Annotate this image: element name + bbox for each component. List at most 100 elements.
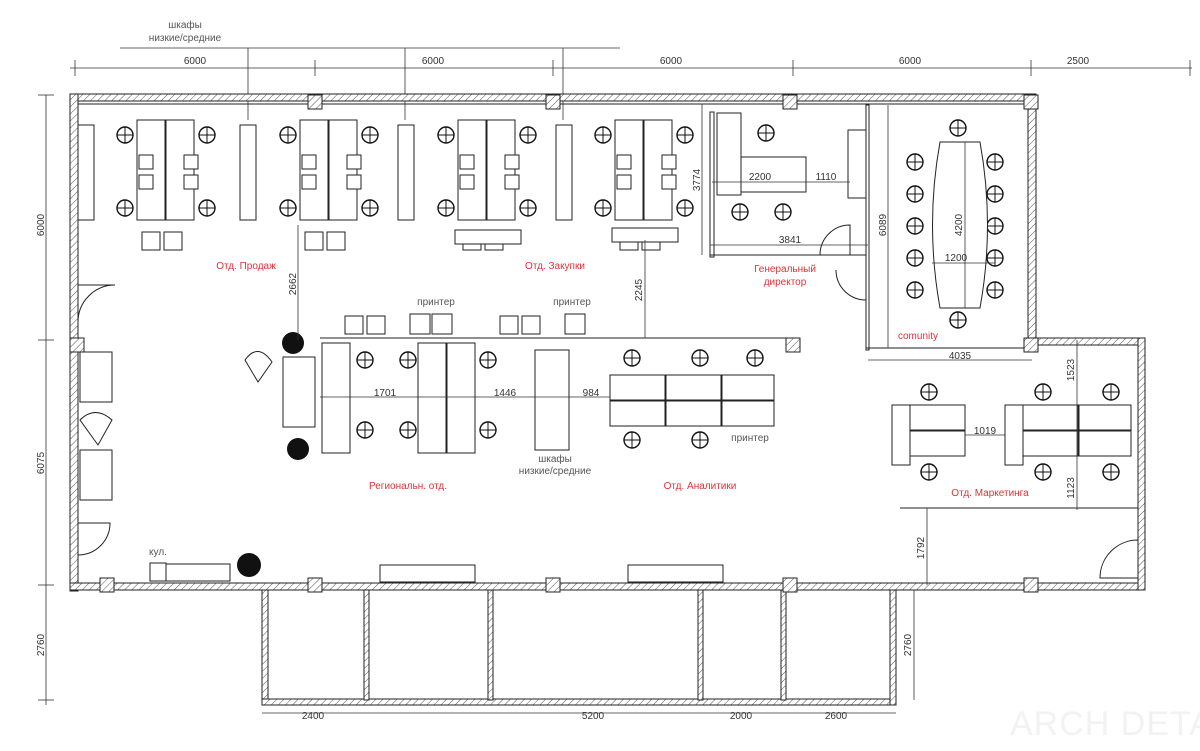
dim-label: 4035	[949, 351, 972, 362]
column	[69, 337, 85, 353]
plant-icon	[282, 332, 304, 354]
chair-icon	[594, 199, 612, 217]
cooler-label: кул.	[149, 547, 167, 558]
doors	[77, 224, 1139, 579]
chair-icon	[906, 281, 924, 299]
dim-label: 1019	[974, 426, 997, 437]
chair-icon	[906, 185, 924, 203]
desk	[459, 174, 475, 190]
note-line: низкие/средние	[149, 33, 222, 44]
label-director: Генеральный	[754, 264, 816, 275]
chair-icon	[356, 421, 374, 439]
dim-label: 6000	[422, 56, 445, 67]
chair-icon	[691, 349, 709, 367]
column	[307, 577, 323, 593]
chair-icon	[986, 153, 1004, 171]
desk	[417, 342, 447, 454]
cooler	[149, 562, 167, 582]
chair-icon	[986, 217, 1004, 235]
desk	[609, 400, 666, 427]
desk	[183, 174, 199, 190]
chair-icon	[116, 199, 134, 217]
sofa	[79, 449, 113, 501]
desk	[611, 227, 679, 243]
chair-icon	[986, 281, 1004, 299]
plant-icon	[287, 438, 309, 460]
desk	[321, 342, 351, 454]
desk	[1022, 430, 1079, 457]
chair-icon	[986, 185, 1004, 203]
dim-label: 1446	[494, 388, 517, 399]
columns	[69, 94, 1039, 593]
chair-icon	[479, 351, 497, 369]
dim-label: 2662	[288, 272, 299, 295]
dim-label: 3774	[692, 168, 703, 191]
column	[782, 577, 798, 593]
label-marketing: Отд. Маркетинга	[951, 488, 1029, 499]
chair-icon	[731, 203, 749, 221]
dim-label: 6000	[184, 56, 207, 67]
left-dimension-chain: 6000 6075 2760	[36, 94, 54, 705]
dim-label: 2200	[749, 172, 772, 183]
cabinet	[627, 564, 724, 583]
desk	[1078, 430, 1132, 457]
desk	[165, 119, 195, 221]
desk	[346, 154, 362, 170]
desk	[891, 404, 911, 466]
dim-label: 6000	[660, 56, 683, 67]
desk	[138, 174, 154, 190]
desk	[431, 313, 453, 335]
label-regional: Региональн. отд.	[369, 481, 447, 492]
chair-icon	[356, 351, 374, 369]
chair-icon	[986, 249, 1004, 267]
chair-icon	[906, 249, 924, 267]
desk	[721, 374, 775, 401]
dim-label: 2600	[825, 711, 848, 722]
chair-icon	[198, 199, 216, 217]
cabinet	[379, 564, 476, 583]
label-director: директор	[764, 277, 807, 288]
note-line: шкафы	[168, 19, 202, 31]
sofa	[79, 351, 113, 403]
label-sales: Отд. Продаж	[216, 261, 276, 272]
plant-icon	[237, 553, 261, 577]
dim-label: 2760	[903, 633, 914, 656]
chair-icon	[594, 126, 612, 144]
desk	[721, 400, 775, 427]
chair-icon	[1102, 383, 1120, 401]
chair-icon	[279, 126, 297, 144]
chair-icon	[437, 126, 455, 144]
chair-icon	[1102, 463, 1120, 481]
chair-icon	[906, 217, 924, 235]
column	[307, 94, 323, 110]
desk	[661, 154, 677, 170]
chair-icon	[519, 199, 537, 217]
dim-label: 4200	[954, 213, 965, 236]
column	[545, 577, 561, 593]
plants	[237, 332, 309, 577]
chair-icon	[361, 199, 379, 217]
desk	[77, 124, 95, 221]
desk	[163, 231, 183, 251]
desk	[328, 119, 358, 221]
dim-label: 1200	[945, 253, 968, 264]
chair-icon	[1034, 463, 1052, 481]
desk	[909, 404, 966, 431]
printer-label: принтер	[731, 433, 769, 444]
printer-label: принтер	[417, 297, 455, 308]
column	[1023, 337, 1039, 353]
dim-label: 2245	[634, 278, 645, 301]
chair-icon	[479, 421, 497, 439]
chair-icon	[757, 124, 775, 142]
desk	[454, 229, 522, 245]
director-cabinet	[716, 112, 742, 196]
desk	[534, 349, 570, 451]
column	[785, 337, 801, 353]
chair-icon	[361, 126, 379, 144]
chair-icon	[198, 126, 216, 144]
desk	[239, 124, 257, 221]
dim-label: 5200	[582, 711, 605, 722]
desk	[304, 231, 324, 251]
bottom-dimension-chain: 2400 5200 2000 2600 2760	[262, 590, 915, 722]
chair-icon	[623, 431, 641, 449]
